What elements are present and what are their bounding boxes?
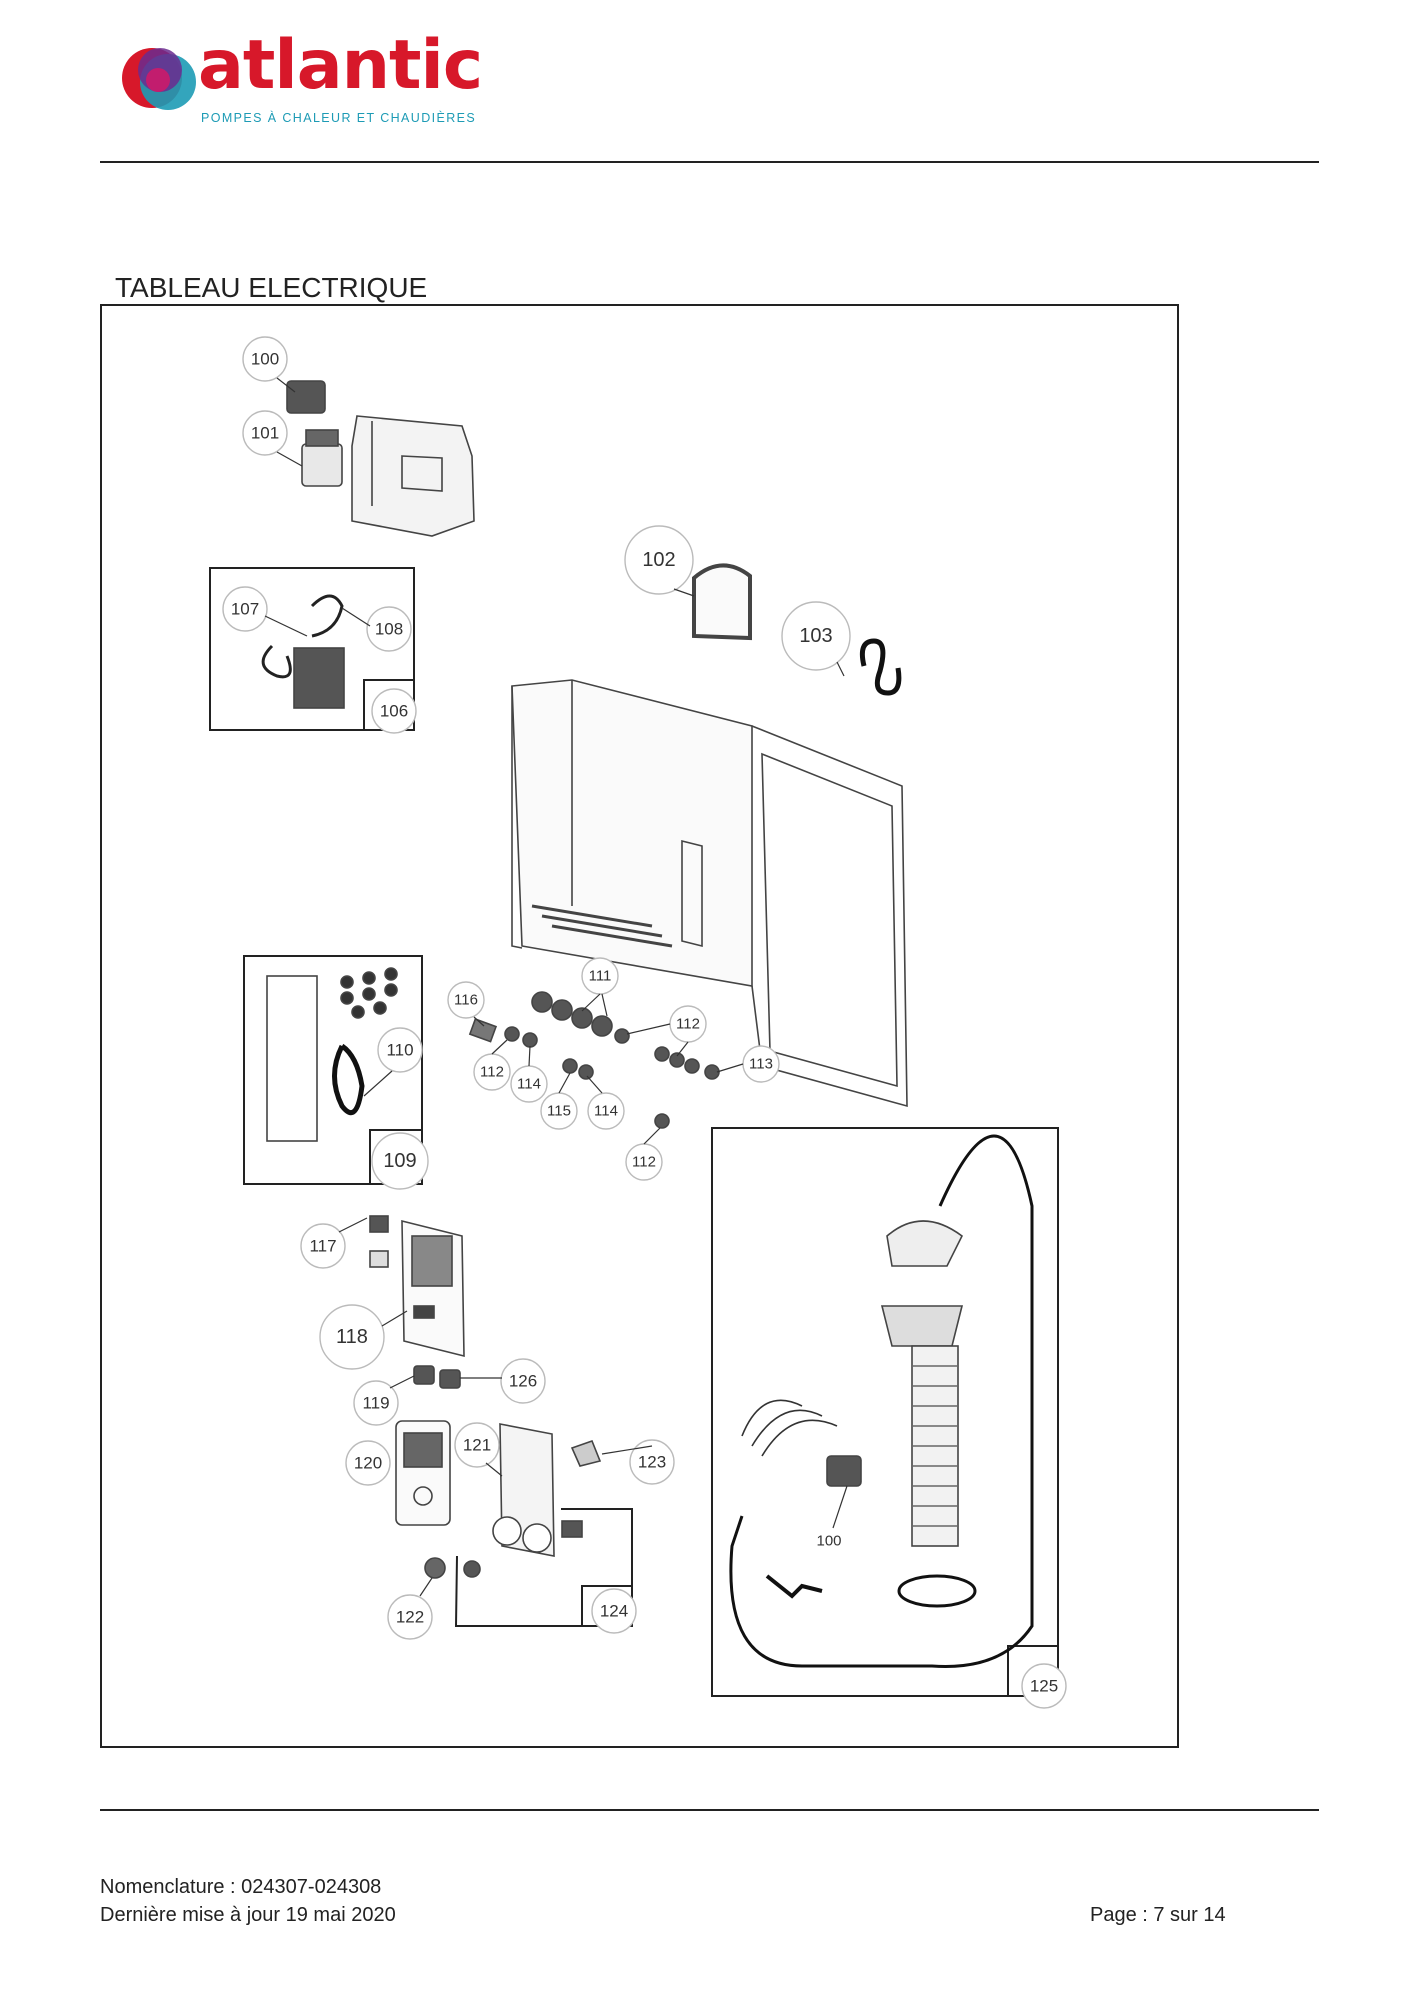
callout-110 (377, 1027, 423, 1073)
callout-label-114-b: 114 (594, 1103, 618, 1120)
callout-label-114-a: 114 (517, 1076, 541, 1093)
callout-101 (242, 410, 288, 456)
callout-125 (1021, 1663, 1067, 1709)
callout-label-122: 122 (396, 1608, 424, 1627)
callout-label-117: 117 (309, 1237, 336, 1256)
footer-nomenclature: Nomenclature : 024307-024308 (100, 1876, 382, 1898)
callout-label-102: 102 (642, 549, 675, 571)
callout-108 (366, 606, 412, 652)
callout-label-107: 107 (231, 600, 259, 619)
callout-label-125: 125 (1030, 1677, 1058, 1696)
callout-label-123: 123 (638, 1453, 666, 1472)
section-title: TABLEAU ELECTRIQUE (115, 272, 428, 303)
inset-label-100: 100 (816, 1533, 841, 1550)
callout-118 (319, 1304, 385, 1370)
callout-label-115: 115 (547, 1103, 571, 1120)
footer-divider (100, 1809, 1319, 1811)
callout-label-116: 116 (454, 992, 478, 1009)
footer-page: Page : 7 sur 14 (1090, 1904, 1226, 1926)
callout-109 (371, 1132, 429, 1190)
callout-label-112-a: 112 (676, 1016, 700, 1033)
callout-label-112-c: 112 (632, 1154, 656, 1171)
callout-label-110: 110 (386, 1041, 413, 1060)
callout-label-108: 108 (375, 620, 403, 639)
callout-121 (454, 1422, 500, 1468)
callout-117 (300, 1223, 346, 1269)
footer-updated: Dernière mise à jour 19 mai 2020 (100, 1904, 396, 1926)
callout-label-120: 120 (354, 1454, 382, 1473)
callout-label-124: 124 (600, 1602, 628, 1621)
exploded-diagram: 100 101 102 103 106 107 108 109 110 111 … (209, 336, 1067, 1709)
callout-label-119: 119 (362, 1394, 389, 1413)
header-divider (100, 161, 1319, 163)
callout-123 (629, 1439, 675, 1485)
callout-label-100: 100 (251, 350, 279, 369)
exploded-diagram-frame: 100 101 102 103 106 107 108 109 110 111 … (100, 304, 1179, 1748)
atlantic-logo (122, 48, 196, 110)
callout-107 (222, 586, 268, 632)
callout-label-121: 121 (463, 1436, 491, 1455)
callout-120 (345, 1440, 391, 1486)
callout-label-112-b: 112 (480, 1064, 504, 1081)
callout-124 (591, 1588, 637, 1634)
callout-126 (500, 1358, 546, 1404)
callout-122 (387, 1594, 433, 1640)
callout-label-111: 111 (589, 968, 612, 985)
callout-label-106: 106 (380, 702, 408, 721)
callout-119 (353, 1380, 399, 1426)
callout-100 (242, 336, 288, 382)
callout-114-b (587, 1092, 625, 1130)
callout-103 (781, 601, 851, 671)
callout-label-126: 126 (509, 1372, 537, 1391)
callout-116 (447, 981, 485, 1019)
callout-label-103: 103 (799, 625, 832, 647)
callout-102 (624, 525, 694, 595)
callout-label-113: 113 (749, 1056, 773, 1073)
callout-label-118: 118 (336, 1326, 368, 1348)
brand-name: atlantic (198, 26, 483, 105)
callout-label-109: 109 (383, 1150, 416, 1172)
callout-label-101: 101 (251, 424, 279, 443)
brand-tagline: POMPES À CHALEUR ET CHAUDIÈRES (201, 111, 477, 125)
callout-106 (371, 688, 417, 734)
